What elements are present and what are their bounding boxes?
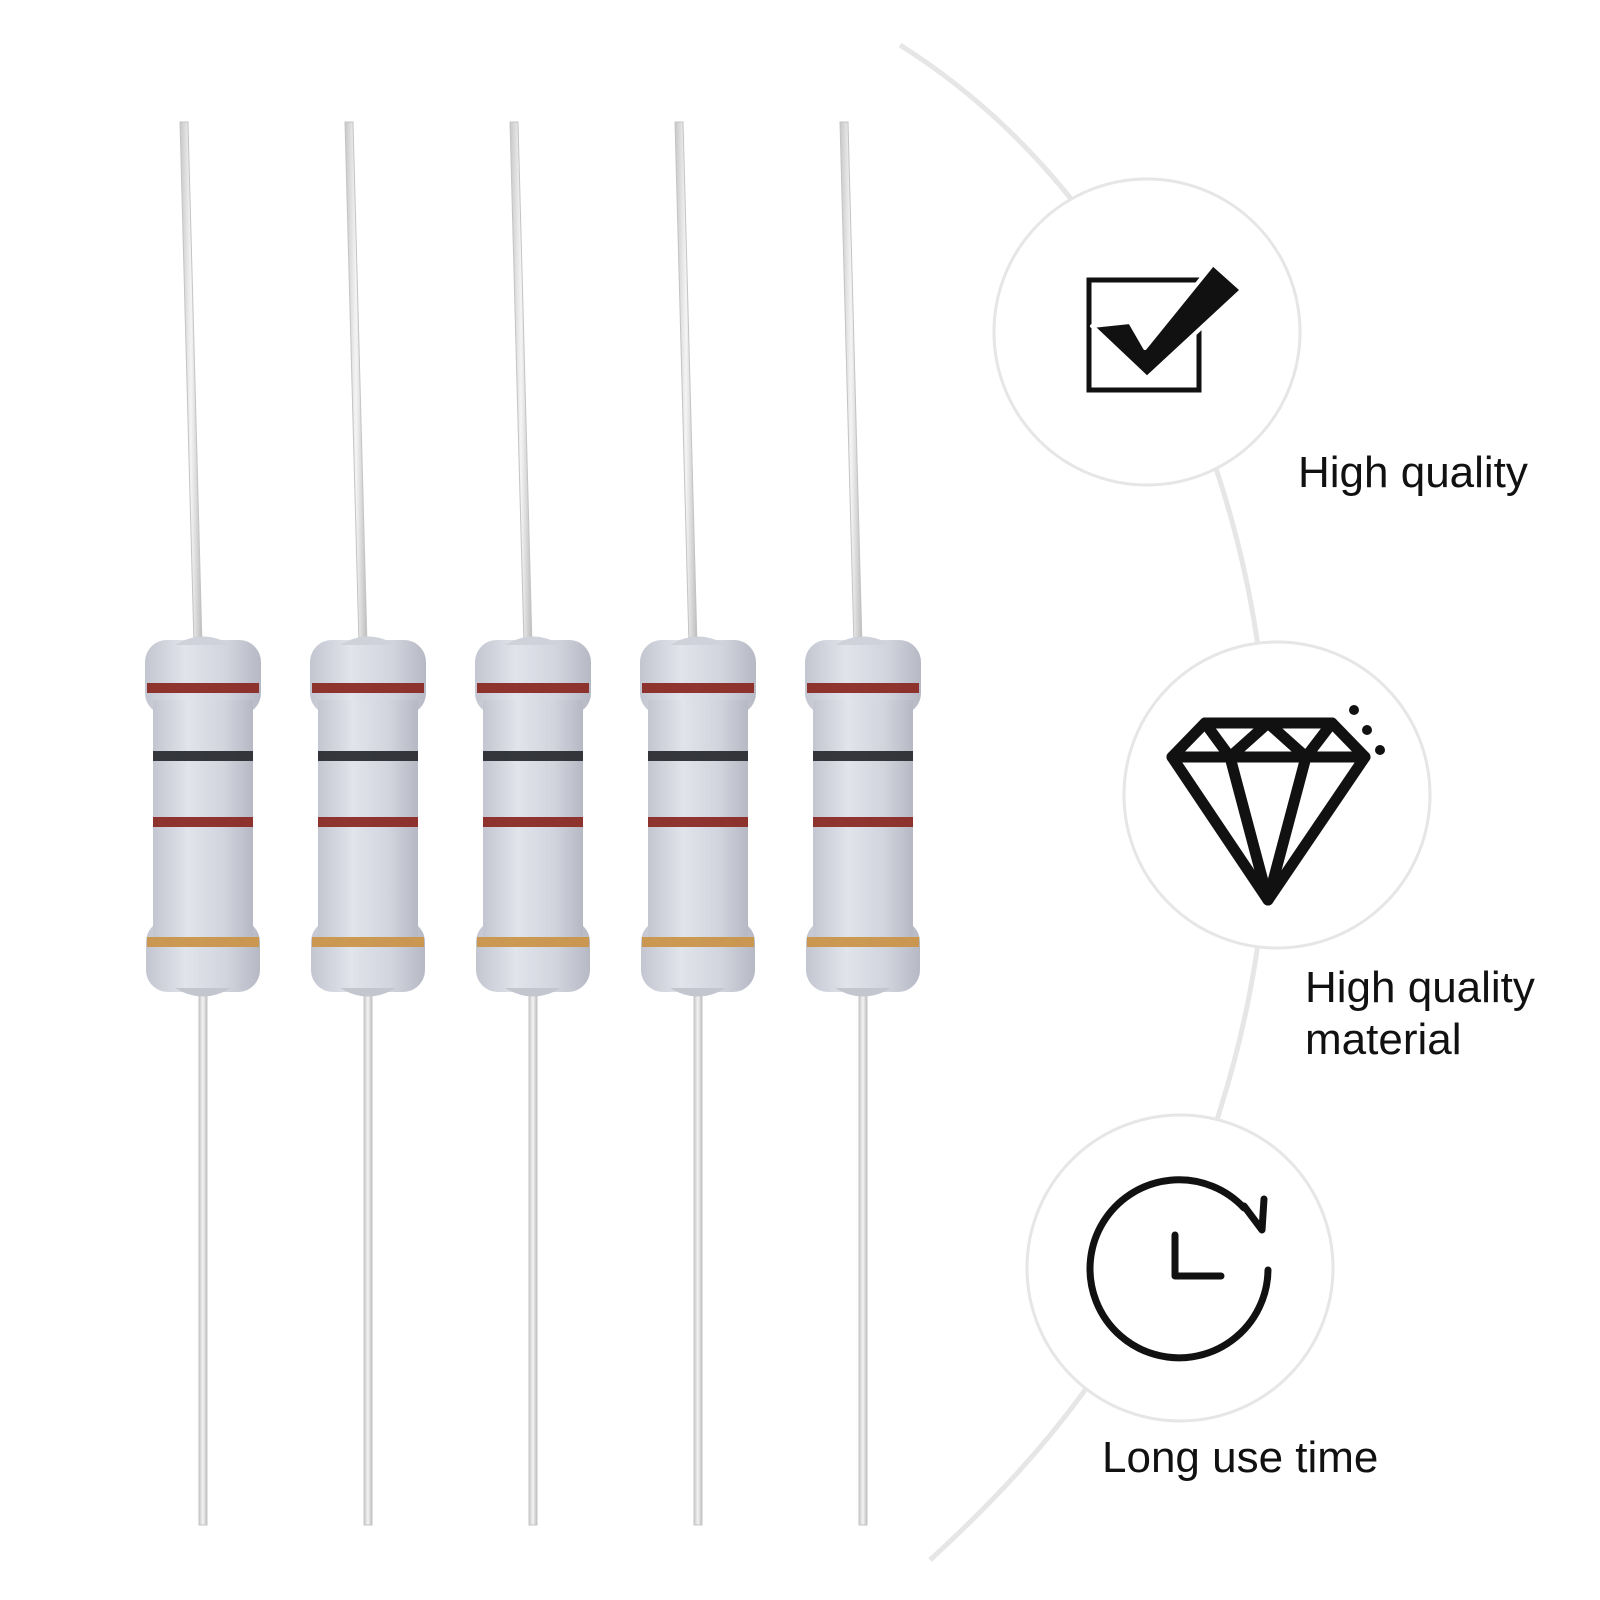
resistor-color-band [813,817,913,827]
resistor-neck-top [175,636,231,645]
resistor-color-band [153,751,253,761]
resistor-color-band [147,683,259,693]
resistor-bottom-lead [693,984,703,1526]
resistor-cap-top [640,640,756,715]
resistor-color-band [483,751,583,761]
resistor-cap-top [475,640,591,715]
resistor-group [145,121,921,1526]
resistor [475,121,591,1526]
feature-circle-material [1122,640,1432,950]
resistor-neck-bottom [340,988,396,997]
resistor-bottom-lead [858,984,868,1526]
resistor-bottom-lead [363,984,373,1526]
feature-label-longuse: Long use time [1102,1433,1379,1482]
resistor [310,121,426,1526]
resistor-neck-top [835,636,891,645]
resistor-bottom-lead [528,984,538,1526]
resistor-color-band [807,937,919,947]
resistor-color-band [312,937,424,947]
resistor-neck-bottom [835,988,891,997]
resistor-color-band [642,937,754,947]
resistor-neck-top [340,636,396,645]
diamond-icon [1166,705,1385,906]
resistor-color-band [648,817,748,827]
resistor-color-band [807,683,919,693]
resistor-color-band [483,817,583,827]
resistor-top-lead [509,121,533,646]
resistor-color-band [477,937,589,947]
feature-label-quality: High quality [1298,448,1528,497]
resistor-cap-top [310,640,426,715]
feature-circle-quality [992,177,1302,487]
resistor-color-band [312,683,424,693]
resistor-color-band [813,751,913,761]
resistor-neck-bottom [505,988,561,997]
resistor [805,121,921,1526]
resistor-top-lead [179,121,203,646]
resistor-bottom-lead [198,984,208,1526]
resistor-color-band [648,751,748,761]
resistor-color-band [477,683,589,693]
resistor-color-band [147,937,259,947]
resistor-top-lead [674,121,698,646]
resistor-neck-top [505,636,561,645]
resistor-neck-top [670,636,726,645]
resistor-color-band [318,751,418,761]
resistor-color-band [318,817,418,827]
clock-refresh-icon [1086,1176,1272,1362]
resistor-neck-bottom [670,988,726,997]
resistor [640,121,756,1526]
resistor-neck-bottom [175,988,231,997]
resistor-top-lead [344,121,368,646]
resistor [145,121,261,1526]
feature-label-material: High quality material [1305,963,1535,1064]
resistor-color-band [153,817,253,827]
resistor-top-lead [839,121,863,646]
resistor-color-band [642,683,754,693]
feature-circle-longuse [1025,1113,1335,1423]
checkbox-check-icon [1086,262,1244,393]
resistor-cap-top [805,640,921,715]
resistor-cap-top [145,640,261,715]
